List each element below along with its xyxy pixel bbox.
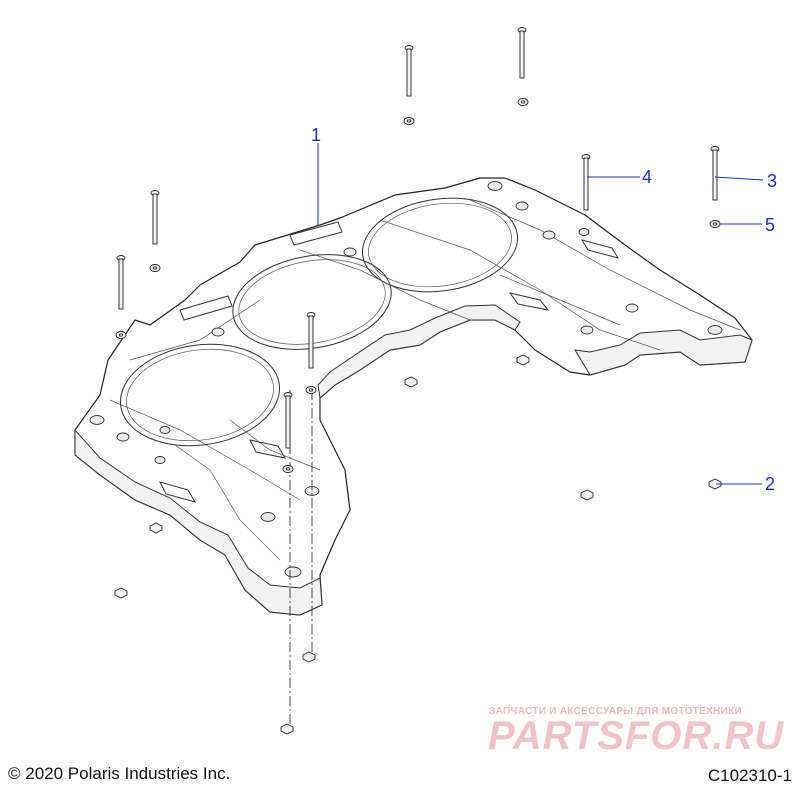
callout-2-label: 2 (765, 474, 775, 494)
callout-3: 3 (714, 171, 777, 191)
bolt (404, 45, 414, 97)
rack-assembly (74, 177, 753, 616)
watermark-tagline: ЗАПЧАСТИ И АКСЕССУАРЫ ДЛЯ МОТОТЕХНИКИ (489, 706, 742, 717)
copyright-notice: © 2020 Polaris Industries Inc. (8, 764, 231, 783)
callout-3-label: 3 (767, 171, 777, 191)
bolt (306, 312, 316, 369)
callout-4: 4 (587, 167, 652, 187)
washer-group (115, 98, 721, 473)
callout-5-label: 5 (765, 215, 775, 235)
bolt (150, 190, 160, 245)
callout-1: 1 (311, 125, 321, 225)
callout-2: 2 (716, 474, 775, 494)
watermark-logo: PARTSFOR.RU (488, 714, 785, 758)
bolt (116, 255, 126, 310)
bolt (283, 392, 293, 449)
bolt (517, 27, 527, 79)
bolt (710, 146, 720, 201)
callout-4-label: 4 (642, 167, 652, 187)
bolt (581, 154, 591, 211)
bolt-group (116, 27, 720, 449)
drawing-number: C102310-1 (707, 766, 792, 785)
nut-group (114, 354, 722, 735)
callout-5: 5 (720, 215, 775, 235)
callout-1-label: 1 (311, 125, 321, 145)
